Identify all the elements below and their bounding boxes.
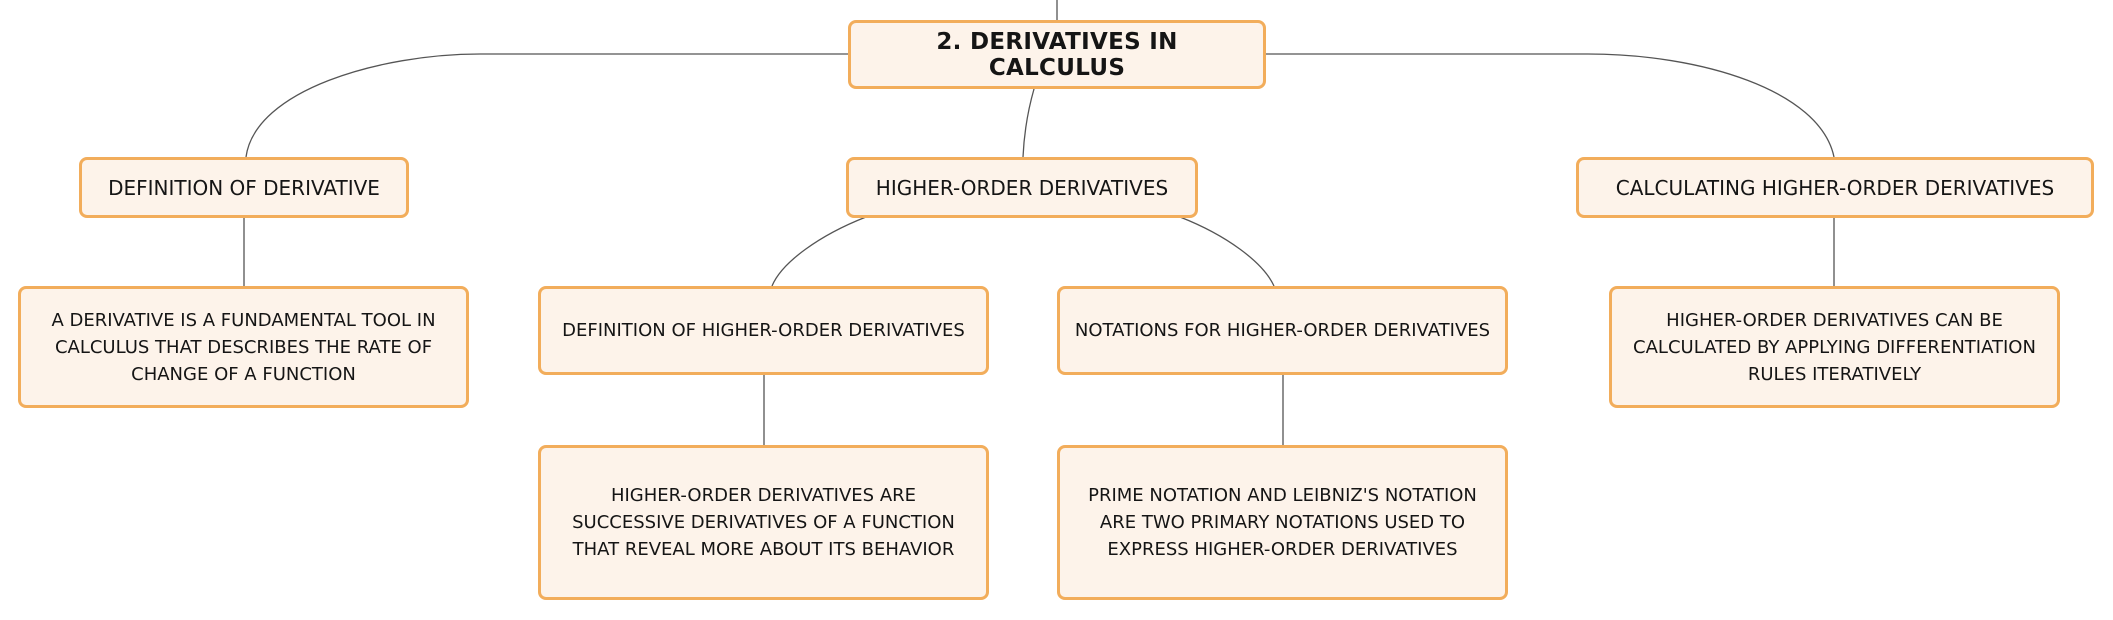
detail-definition-of-derivative[interactable]: A DERIVATIVE IS A FUNDAMENTAL TOOL IN CA… [18,286,469,408]
subtopic-definition-label: DEFINITION OF HIGHER-ORDER DERIVATIVES [562,320,965,341]
root-node[interactable]: 2. DERIVATIVES IN CALCULUS [848,20,1266,89]
subtopic-definition-of-higher-order-derivatives[interactable]: DEFINITION OF HIGHER-ORDER DERIVATIVES [538,286,989,375]
topic-calculating-label: CALCULATING HIGHER-ORDER DERIVATIVES [1615,175,2055,200]
subtopic-notations-label: NOTATIONS FOR HIGHER-ORDER DERIVATIVES [1074,320,1491,341]
topic-definition-of-derivative[interactable]: DEFINITION OF DERIVATIVE [79,157,409,218]
connector-root-to-definition [245,53,848,158]
connector-higher-order-to-sub-definition [771,216,867,287]
connector-higher-order-to-sub-notations [1179,216,1275,287]
topic-calculating-higher-order-derivatives[interactable]: CALCULATING HIGHER-ORDER DERIVATIVES [1576,157,2094,218]
detail-calculating-higher-order-derivatives[interactable]: HIGHER-ORDER DERIVATIVES CAN BE CALCULAT… [1609,286,2060,408]
topic-higher-order-label: HIGHER-ORDER DERIVATIVES [875,175,1169,200]
connector-root-to-higher-order [1022,88,1035,158]
detail-higher-order-definition-text: HIGHER-ORDER DERIVATIVES ARE SUCCESSIVE … [572,485,955,560]
subtopic-notations-for-higher-order-derivatives[interactable]: NOTATIONS FOR HIGHER-ORDER DERIVATIVES [1057,286,1508,375]
detail-definition-text: A DERIVATIVE IS A FUNDAMENTAL TOOL IN CA… [51,309,436,385]
detail-higher-order-notations-text: PRIME NOTATION AND LEIBNIZ'S NOTATION AR… [1088,485,1477,560]
root-node-label: 2. DERIVATIVES IN CALCULUS [936,28,1178,81]
topic-definition-label: DEFINITION OF DERIVATIVE [108,175,380,200]
detail-higher-order-definition[interactable]: HIGHER-ORDER DERIVATIVES ARE SUCCESSIVE … [538,445,989,600]
topic-higher-order-derivatives[interactable]: HIGHER-ORDER DERIVATIVES [846,157,1198,218]
detail-higher-order-notations[interactable]: PRIME NOTATION AND LEIBNIZ'S NOTATION AR… [1057,445,1508,600]
detail-calculating-text: HIGHER-ORDER DERIVATIVES CAN BE CALCULAT… [1633,309,2036,385]
connector-root-to-calculating [1266,53,1835,158]
